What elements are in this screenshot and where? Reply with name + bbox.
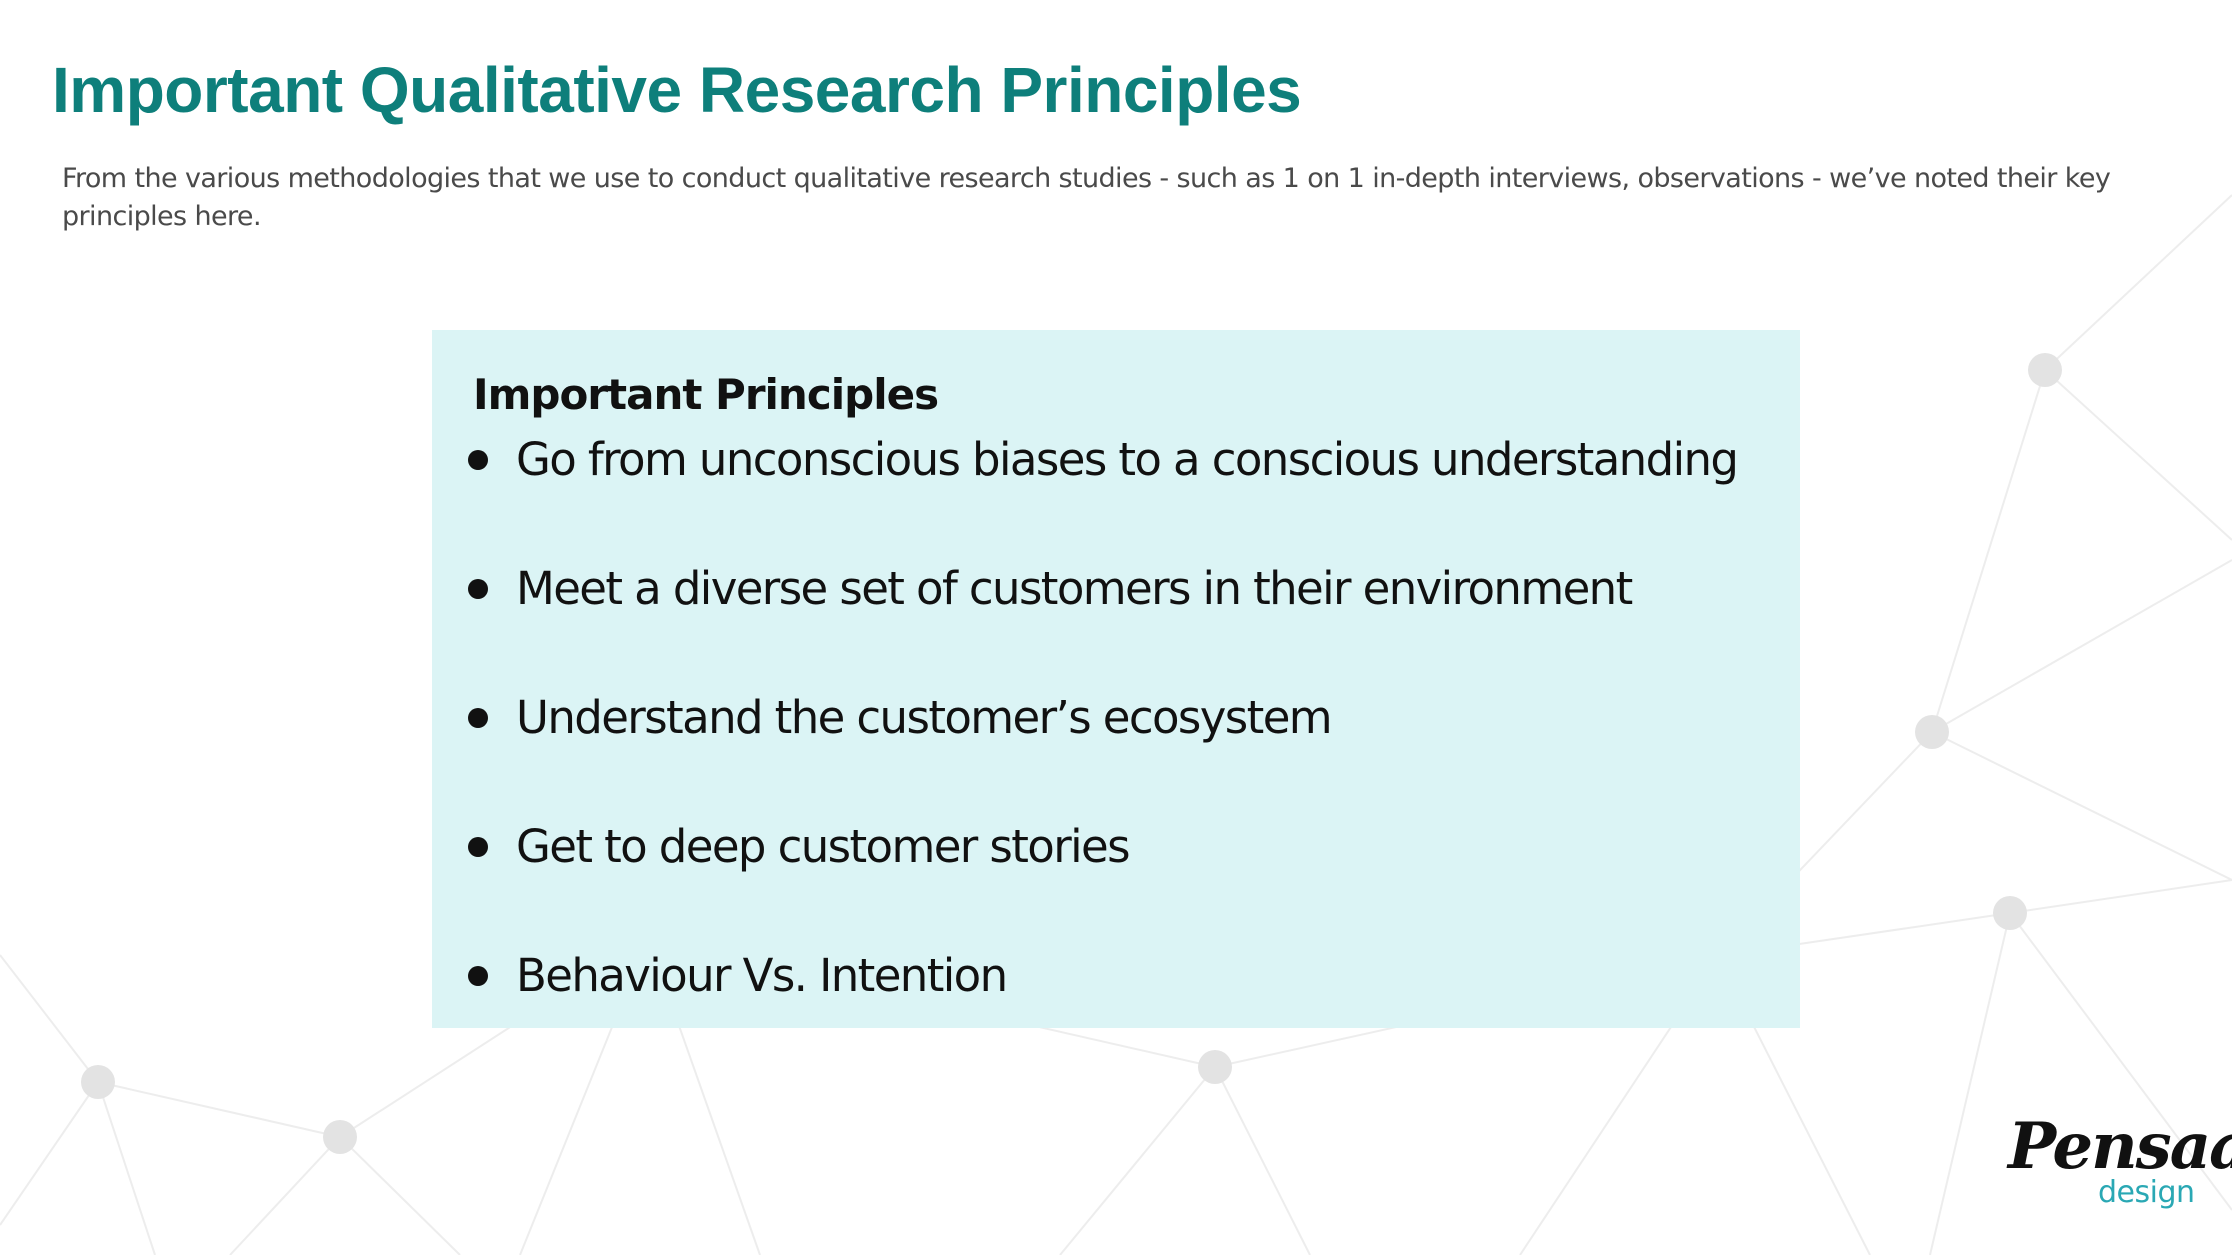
logo-wordmark: Pensaar [2008, 1109, 2232, 1184]
bullet-icon [468, 708, 488, 728]
list-item: Behaviour Vs. Intention [468, 946, 1008, 1006]
page-subtitle: From the various methodologies that we u… [62, 163, 2111, 232]
page-title: Important Qualitative Research Principle… [52, 54, 1302, 126]
principles-heading: Important Principles [473, 370, 939, 419]
bullet-icon [468, 579, 488, 599]
pensaar-logo: Pensaar design [2008, 1110, 2232, 1220]
list-item-text: Go from unconscious biases to a consciou… [516, 433, 1739, 486]
logo-subtext: design [2098, 1175, 2195, 1210]
list-item: Get to deep customer stories [468, 817, 1131, 877]
list-item: Go from unconscious biases to a consciou… [468, 430, 1739, 490]
list-item-text: Behaviour Vs. Intention [516, 949, 1008, 1002]
list-item-text: Get to deep customer stories [516, 820, 1131, 873]
list-item-text: Understand the customer’s ecosystem [516, 691, 1333, 744]
bullet-icon [468, 450, 488, 470]
list-item: Understand the customer’s ecosystem [468, 688, 1333, 748]
bullet-icon [468, 837, 488, 857]
principles-box [432, 330, 1800, 1028]
list-item-text: Meet a diverse set of customers in their… [516, 562, 1633, 615]
list-item: Meet a diverse set of customers in their… [468, 559, 1633, 619]
bullet-icon [468, 966, 488, 986]
